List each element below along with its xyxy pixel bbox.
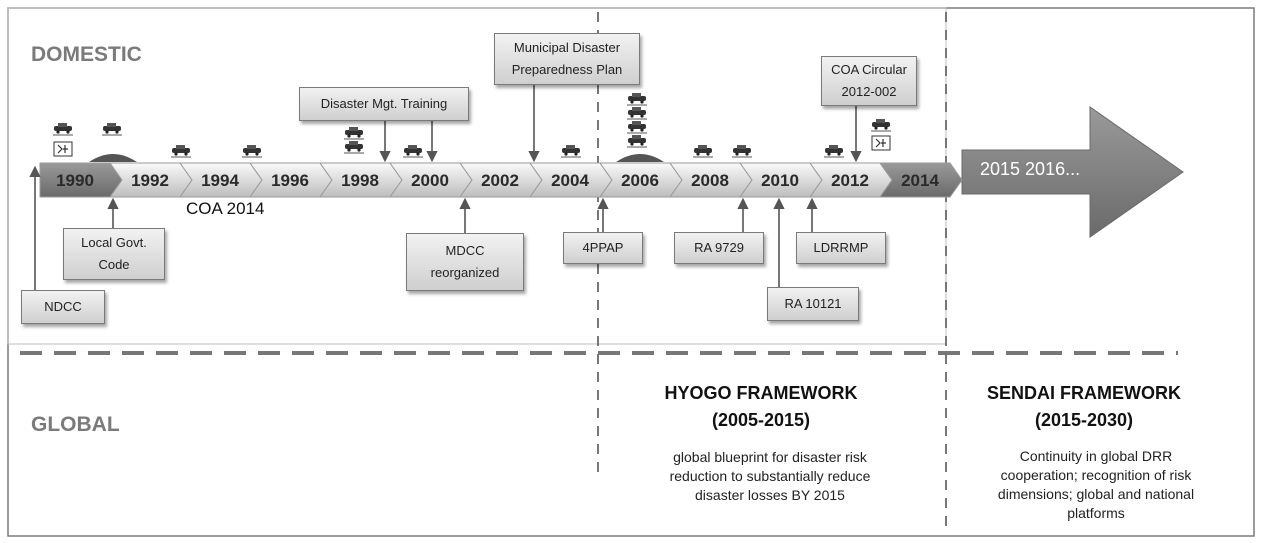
- mound-icon: [89, 154, 137, 162]
- vehicle-icon: [171, 145, 191, 158]
- sendai-desc-line1: Continuity in global DRR: [1019, 448, 1173, 464]
- event-ra-10121-label: RA 10121: [784, 296, 842, 311]
- sendai-framework-title: SENDAI FRAMEWORK (2015-2030): [950, 380, 1218, 434]
- event-ndcc-label: NDCC: [44, 299, 82, 314]
- vehicle-icon: [732, 145, 752, 158]
- timeline-year-1996: 1996: [271, 171, 309, 190]
- event-municipal-disaster-preparedness-plan: Municipal Disaster Preparedness Plan: [494, 33, 640, 85]
- future-years-label: 2015 2016...: [980, 159, 1081, 179]
- event-coa-circular-line1: COA Circular: [831, 62, 907, 77]
- coa-2014-label: COA 2014: [186, 199, 265, 218]
- timeline-year-2000: 2000: [411, 171, 449, 190]
- timeline-icons: [53, 93, 891, 162]
- event-local-govt-code: Local Govt. Code: [63, 228, 165, 280]
- event-coa-circular: COA Circular 2012-002: [821, 56, 917, 106]
- timeline-year-1992: 1992: [131, 171, 169, 190]
- event-mdcc-line1: MDCC: [445, 243, 485, 258]
- timeline-chevron-2014: [879, 162, 963, 198]
- timeline-year-2014: 2014: [901, 171, 939, 190]
- vehicle-icon: [53, 123, 73, 136]
- mound-icon: [616, 154, 664, 162]
- sendai-desc-line2: cooperation; recognition of risk: [1000, 467, 1192, 483]
- vehicle-icon: [627, 93, 647, 106]
- event-disaster-mgt-training: Disaster Mgt. Training: [299, 87, 469, 121]
- hyogo-desc-line2: reduction to substantially reduce: [669, 468, 871, 484]
- event-disaster-mgt-training-label: Disaster Mgt. Training: [320, 96, 448, 111]
- sendai-title-line2: (2015-2030): [1034, 410, 1134, 430]
- timeline-year-1998: 1998: [341, 171, 379, 190]
- timeline-year-2006: 2006: [621, 171, 659, 190]
- timeline-year-2002: 2002: [481, 171, 519, 190]
- hyogo-desc-line1: global blueprint for disaster risk: [673, 449, 867, 465]
- sendai-framework-description: Continuity in global DRR cooperation; re…: [958, 447, 1234, 523]
- event-4ppap: 4PPAP: [563, 232, 643, 264]
- vehicle-icon: [871, 119, 891, 132]
- hyogo-framework-title: HYOGO FRAMEWORK (2005-2015): [616, 380, 906, 434]
- vehicle-icon: [242, 145, 262, 158]
- hyogo-title-line1: HYOGO FRAMEWORK: [664, 383, 858, 403]
- timeline-chevrons: 1990 1992 1994 1996 1998 2000 2002 2004 2006 2008…: [39, 162, 963, 198]
- vehicle-icon: [344, 127, 364, 140]
- event-ra-9729-label: RA 9729: [694, 240, 744, 255]
- vehicle-icon: [627, 107, 647, 120]
- vehicle-icon: [102, 123, 122, 136]
- hyogo-desc-line3: disaster losses BY 2015: [695, 487, 845, 503]
- event-municipal-plan-line1: Municipal Disaster: [513, 40, 621, 55]
- vehicle-icon: [561, 145, 581, 158]
- timeline-year-1990: 1990: [56, 171, 94, 190]
- event-ldrrmp: LDRRMP: [796, 232, 886, 264]
- sendai-title-line1: SENDAI FRAMEWORK: [987, 383, 1181, 403]
- event-ra-9729: RA 9729: [674, 232, 764, 264]
- timeline-year-2012: 2012: [831, 171, 869, 190]
- timeline-year-2004: 2004: [551, 171, 589, 190]
- vehicle-icon: [693, 145, 713, 158]
- event-local-govt-code-line2: Code: [98, 257, 130, 272]
- event-local-govt-code-line1: Local Govt.: [81, 235, 147, 250]
- event-mdcc-reorganized: MDCC reorganized: [406, 233, 524, 291]
- event-mdcc-line2: reorganized: [430, 265, 500, 280]
- document-icon: [871, 135, 891, 151]
- timeline-year-2010: 2010: [761, 171, 799, 190]
- domestic-label: DOMESTIC: [31, 43, 142, 66]
- event-coa-circular-line2: 2012-002: [841, 84, 897, 99]
- sendai-desc-line3: dimensions; global and national: [997, 486, 1195, 502]
- vehicle-icon: [627, 121, 647, 134]
- timeline-year-2008: 2008: [691, 171, 729, 190]
- vehicle-icon: [344, 141, 364, 154]
- hyogo-framework-description: global blueprint for disaster risk reduc…: [620, 448, 920, 505]
- event-ldrrmp-label: LDRRMP: [813, 240, 869, 255]
- event-4ppap-label: 4PPAP: [582, 240, 624, 255]
- hyogo-title-line2: (2005-2015): [711, 410, 811, 430]
- vehicle-icon: [824, 145, 844, 158]
- vehicle-icon: [403, 145, 423, 158]
- event-arrows: [29, 85, 862, 290]
- event-ra-10121: RA 10121: [767, 287, 859, 321]
- document-icon: [53, 141, 73, 157]
- event-municipal-plan-line2: Preparedness Plan: [511, 62, 623, 77]
- future-arrow: [961, 106, 1184, 238]
- sendai-desc-line4: platforms: [1067, 505, 1125, 521]
- vehicle-icon: [627, 135, 647, 148]
- global-label: GLOBAL: [31, 413, 120, 436]
- timeline-year-1994: 1994: [201, 171, 239, 190]
- event-ndcc: NDCC: [21, 290, 105, 324]
